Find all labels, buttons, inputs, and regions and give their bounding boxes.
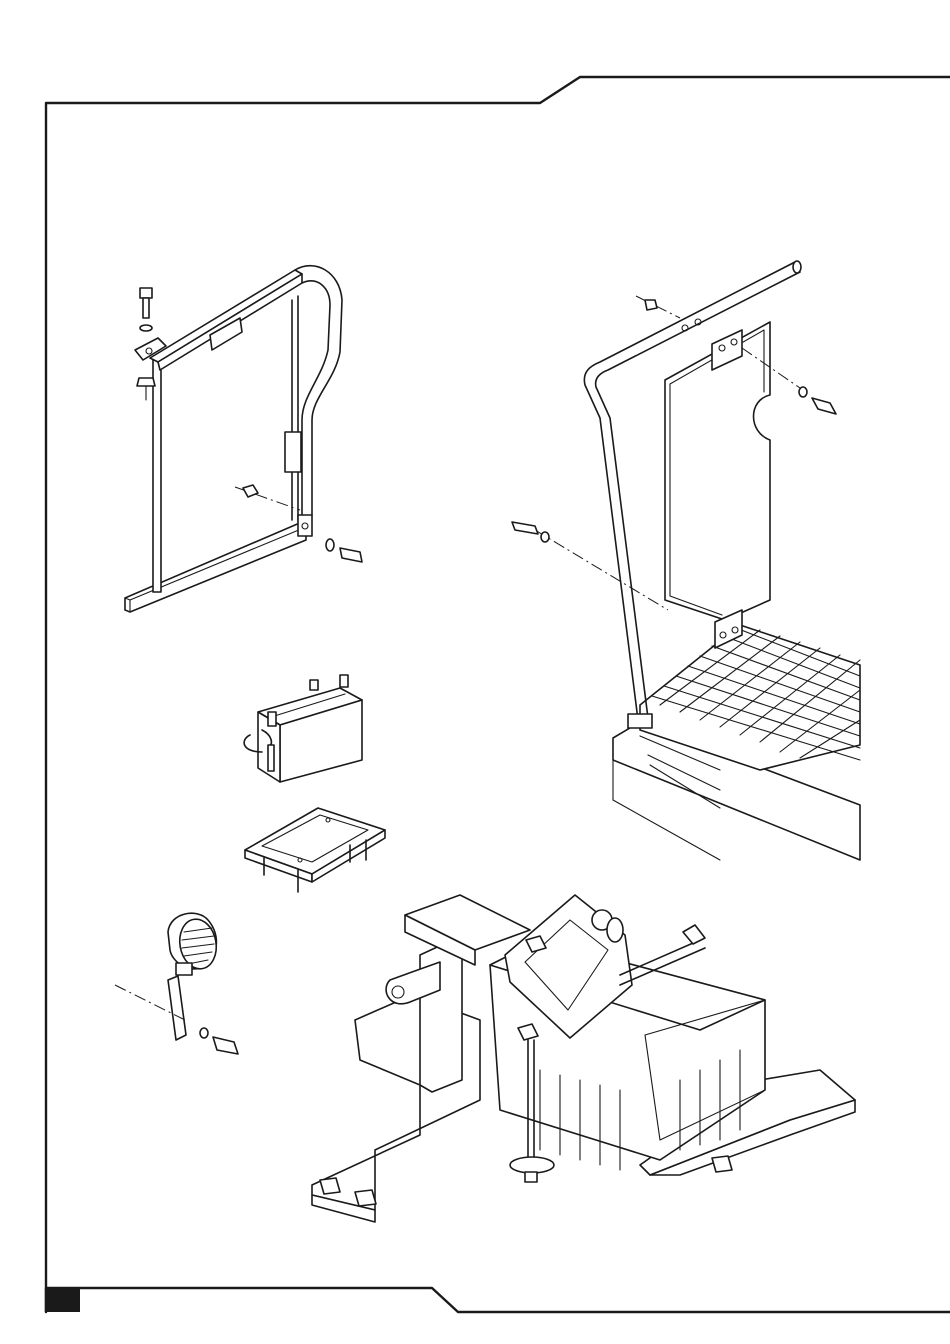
page-tab-marker bbox=[46, 1289, 80, 1312]
seat-panel-with-guard-rail bbox=[512, 261, 860, 860]
battery-mount-assembly bbox=[312, 895, 855, 1222]
battery-tray bbox=[245, 808, 385, 892]
roll-bar-assembly bbox=[125, 266, 362, 612]
work-lamp-with-bracket bbox=[115, 913, 238, 1054]
battery bbox=[244, 675, 362, 782]
